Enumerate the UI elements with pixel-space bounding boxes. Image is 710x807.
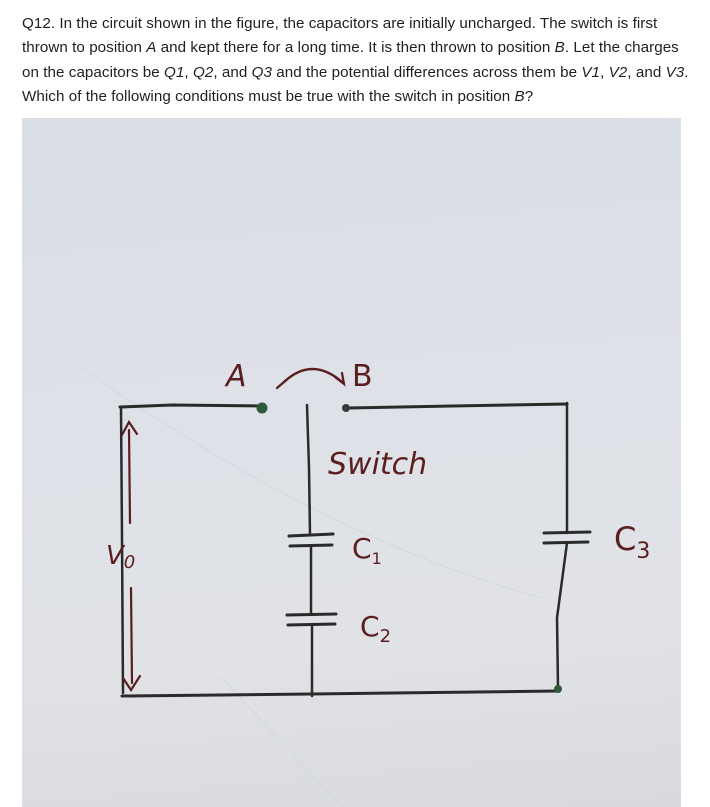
label-v0: V0 xyxy=(106,541,135,573)
capacitor-c2-top-plate xyxy=(285,612,338,617)
label-c1: C1 xyxy=(352,532,382,568)
capacitor-c2-bottom-plate xyxy=(286,622,337,627)
separator: , and xyxy=(627,63,666,81)
v0-arrow-shaft-top xyxy=(127,428,132,525)
charge-q1: Q1 xyxy=(164,63,185,81)
question-text-part1: Q12. In the circuit shown in the figure,… xyxy=(22,15,658,57)
charge-q2: Q2 xyxy=(192,63,214,81)
switch-contact-b xyxy=(342,404,350,412)
label-v0-subscript: 0 xyxy=(124,552,135,573)
question-text-part3: . Let the charges on the capacitors be xyxy=(22,39,679,81)
wire-left xyxy=(119,406,125,695)
label-c1-letter: C xyxy=(352,532,372,565)
wire-top-right xyxy=(346,402,569,410)
question-text: Q12. In the circuit shown in the figure,… xyxy=(22,12,692,110)
position-a-label: A xyxy=(146,39,157,57)
separator: , xyxy=(600,63,609,81)
question-text-part6: ? xyxy=(524,88,534,106)
label-c1-subscript: 1 xyxy=(372,549,382,568)
label-c2-letter: C xyxy=(360,610,380,643)
switch-contact-a xyxy=(256,402,268,414)
label-c3: C3 xyxy=(614,520,650,564)
wire-middle-top xyxy=(305,403,312,537)
label-switch: Switch xyxy=(328,447,427,482)
question-text-part4: and the potential differences across the… xyxy=(272,63,582,81)
bottom-right-node xyxy=(554,685,562,693)
question-text-part2: and kept there for a long time. It is th… xyxy=(156,39,555,57)
position-b-label: B xyxy=(514,88,525,106)
separator: , and xyxy=(213,63,252,81)
charge-q3: Q3 xyxy=(251,63,273,81)
wire-top-left xyxy=(118,403,264,409)
voltage-v3: V3 xyxy=(665,63,685,81)
label-c3-letter: C xyxy=(614,520,636,558)
voltage-v1: V1 xyxy=(581,63,601,81)
label-c2: C2 xyxy=(360,610,391,647)
label-b: B xyxy=(352,359,373,394)
capacitor-c1-bottom-plate xyxy=(288,543,334,548)
label-c2-subscript: 2 xyxy=(380,626,391,647)
wire-right-lower xyxy=(555,541,569,690)
capacitor-c3-bottom-plate xyxy=(542,540,590,545)
switch-arc-tail xyxy=(275,380,286,390)
separator: , xyxy=(184,63,193,81)
wire-bottom xyxy=(120,689,560,698)
paper-texture xyxy=(81,367,543,807)
label-v0-letter: V xyxy=(106,541,126,571)
v0-arrowhead-top xyxy=(120,419,139,437)
circuit-photo: A B Switch C1 C2 C3 V0 xyxy=(22,118,681,807)
question-text-part5: . Which of the following conditions must… xyxy=(22,63,689,106)
v0-arrow-shaft-bottom xyxy=(129,586,134,685)
label-a: A xyxy=(224,359,247,394)
switch-arrowhead xyxy=(333,371,346,387)
voltage-v2: V2 xyxy=(608,63,628,81)
label-c3-subscript: 3 xyxy=(636,539,650,564)
circuit-diagram: A B Switch C1 C2 C3 V0 xyxy=(81,359,650,807)
capacitor-c1-top-plate xyxy=(287,532,335,538)
v0-arrowhead-bottom xyxy=(121,674,142,693)
position-b-label: B xyxy=(554,39,565,57)
switch-arc-arrow xyxy=(282,367,344,384)
capacitor-c3-top-plate xyxy=(542,530,592,535)
